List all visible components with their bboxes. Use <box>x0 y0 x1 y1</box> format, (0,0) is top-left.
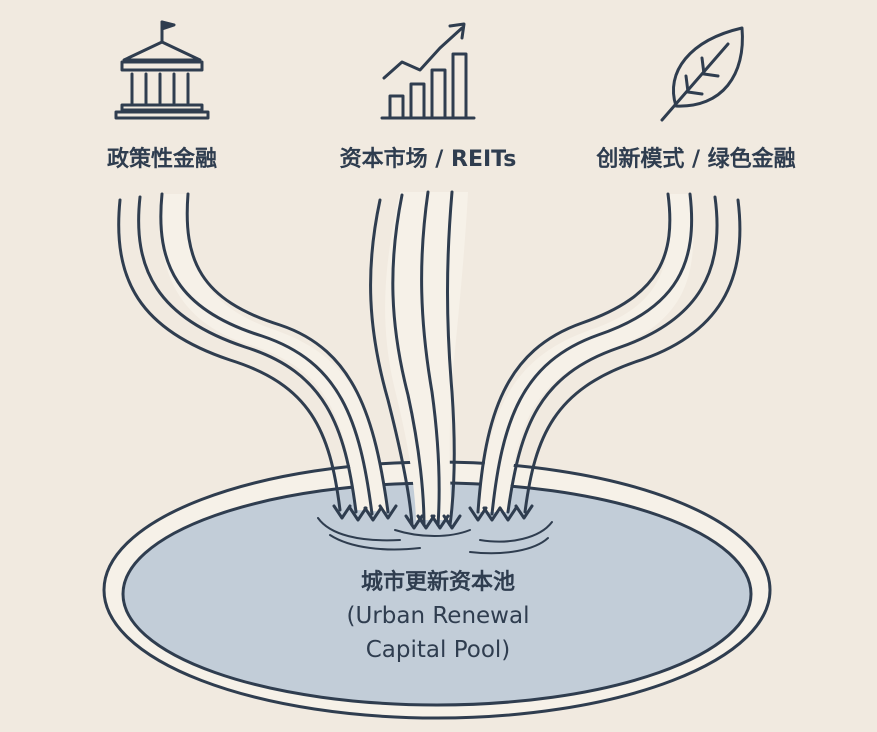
stream-left-band <box>160 194 388 512</box>
stream-left <box>117 192 390 516</box>
stream-left-line <box>185 192 390 514</box>
streams <box>117 190 742 527</box>
ripple <box>329 534 421 551</box>
government-building-icon <box>114 20 210 120</box>
stream-left-line <box>137 195 358 514</box>
growth-chart-icon <box>380 22 476 120</box>
stream-right-line <box>476 192 672 514</box>
stream-middle <box>369 190 468 527</box>
arrowhead <box>332 504 352 520</box>
arrowhead <box>498 506 518 522</box>
pool-subtitle-line2: Capital Pool) <box>365 637 511 663</box>
stream-right-line <box>490 192 694 516</box>
arrowhead <box>363 506 383 522</box>
pool-label: 城市更新资本池 (Urban Renewal Capital Pool) <box>347 567 530 667</box>
source-label-capital-market: 资本市场 / REITs <box>339 147 517 172</box>
pool-subtitle-line1: (Urban Renewal <box>346 603 530 629</box>
leaf-icon <box>660 26 744 122</box>
arrowhead <box>468 506 488 522</box>
pool-title: 城市更新资本池 <box>360 570 515 595</box>
stream-right-line <box>523 198 742 514</box>
stream-middle-line <box>420 190 441 527</box>
source-label-innovation-green: 创新模式 / 绿色金融 <box>596 147 796 172</box>
stream-right-line <box>506 195 719 514</box>
arrowhead <box>442 514 462 530</box>
ripple <box>317 517 401 542</box>
stream-right <box>476 192 742 516</box>
ripple <box>394 529 471 537</box>
stream-right-band <box>478 194 694 512</box>
stream-middle-line <box>369 198 414 527</box>
arrowhead <box>378 504 398 520</box>
stream-middle-line <box>391 193 426 527</box>
stream-left-line <box>117 198 342 512</box>
stream-left-line <box>159 192 374 516</box>
ripple <box>479 521 553 543</box>
arrowhead <box>416 514 436 530</box>
arrowhead <box>348 506 368 522</box>
source-label-policy-finance: 政策性金融 <box>106 147 218 172</box>
ripple <box>469 537 549 555</box>
ripples <box>317 517 553 555</box>
arrowhead <box>514 504 534 520</box>
capital-pool <box>102 460 772 720</box>
stream-middle-line <box>446 190 456 527</box>
arrowheads <box>332 504 534 530</box>
arrowhead <box>482 506 502 522</box>
